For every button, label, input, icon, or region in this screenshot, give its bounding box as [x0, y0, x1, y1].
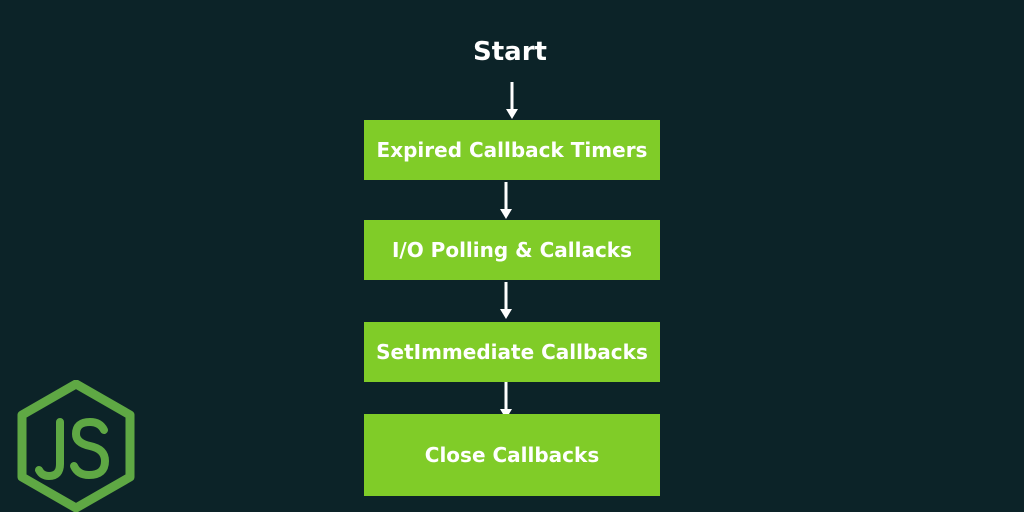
step-4-label: Close Callbacks — [424, 443, 600, 467]
step-1-label: Expired Callback Timers — [376, 138, 648, 162]
step-box-4: Close Callbacks — [364, 414, 660, 496]
step-box-2: I/O Polling & Callacks — [364, 220, 660, 280]
step-2-label: I/O Polling & Callacks — [391, 238, 633, 262]
step-box-3: SetImmediate Callbacks — [364, 322, 660, 382]
step-3-label: SetImmediate Callbacks — [376, 340, 648, 364]
arrow-step-1-to-step-2 — [496, 182, 516, 220]
step-box-1: Expired Callback Timers — [364, 120, 660, 180]
start-label: Start — [473, 37, 547, 67]
arrow-step-2-to-step-3 — [496, 282, 516, 320]
nodejs-logo-icon — [16, 379, 136, 512]
arrow-start-to-step-1 — [502, 82, 522, 120]
